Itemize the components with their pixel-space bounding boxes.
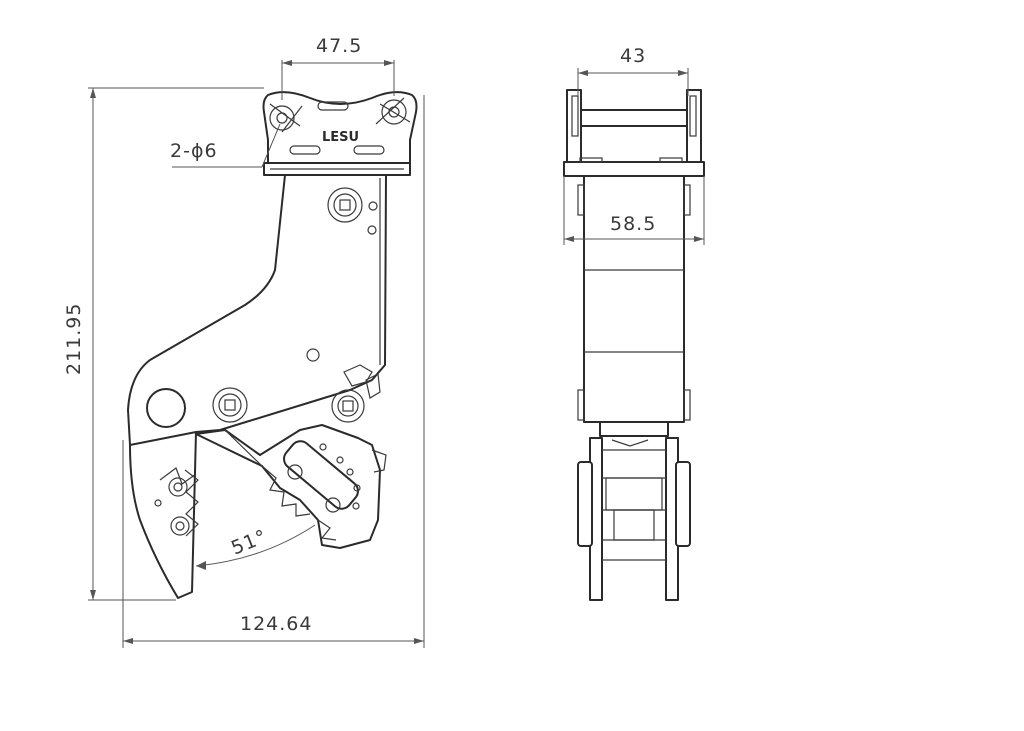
left-hub [577, 461, 593, 547]
dim-bottom-width-label: 124.64 [240, 613, 312, 635]
dim-pin-width-label: 43 [620, 45, 646, 67]
dim-height: 211.95 [63, 87, 264, 601]
hub-bolt-right [331, 389, 365, 423]
dim-plate-width-label: 58.5 [610, 213, 656, 235]
side-view: LESU [63, 35, 425, 648]
front-base-plate [563, 161, 705, 177]
front-body [583, 175, 685, 423]
hole-callout: 2-ϕ6 [170, 123, 281, 168]
dim-plate-width: 58.5 [563, 176, 705, 245]
moving-jaw [195, 424, 381, 549]
mounting-bracket [262, 91, 418, 164]
hub-bolt-upper [327, 187, 363, 223]
jaw-angle-label: 51° [228, 525, 270, 559]
jaw-link-plate [283, 440, 359, 510]
dim-top-width-label: 47.5 [316, 35, 362, 57]
dim-height-label: 211.95 [63, 303, 85, 375]
hole-callout-label: 2-ϕ6 [170, 140, 218, 162]
front-lower-body [599, 421, 669, 437]
front-view: 43 58.5 [563, 45, 705, 601]
logo-text: LESU [322, 130, 359, 145]
pin-bar [575, 109, 693, 127]
dim-bottom-width: 124.64 [122, 95, 425, 648]
left-ear [566, 89, 582, 163]
dim-pin-width: 43 [577, 45, 689, 96]
shear-body-outline [127, 174, 387, 446]
pivot-hole [146, 388, 186, 428]
hub-bolt-middle [212, 387, 248, 423]
right-ear [686, 89, 702, 163]
angle-arc [195, 524, 316, 567]
fixed-jaw [129, 431, 197, 599]
dim-top-width: 47.5 [281, 35, 395, 100]
right-hub [675, 461, 691, 547]
